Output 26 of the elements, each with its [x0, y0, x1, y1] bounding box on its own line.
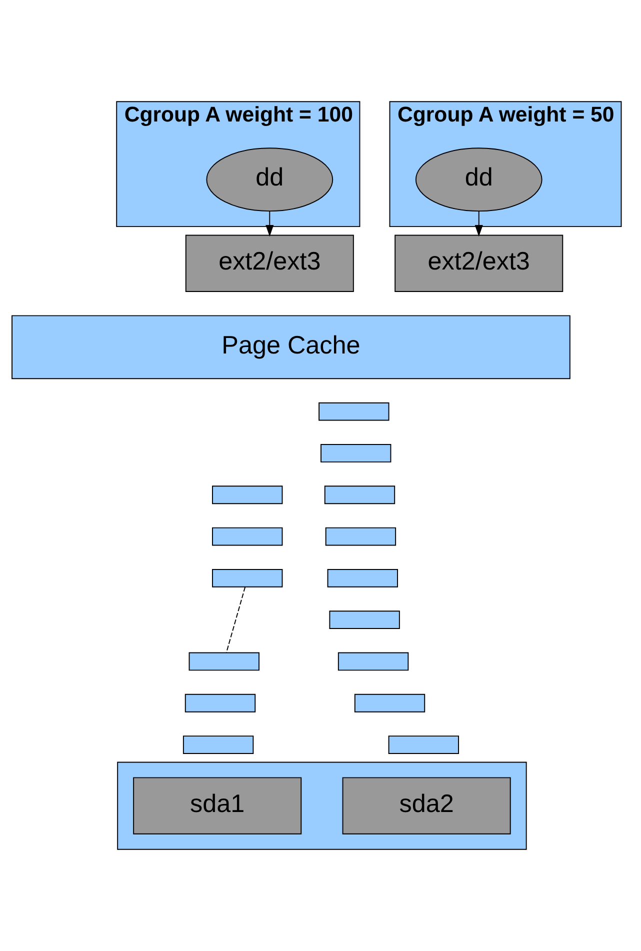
node-bar — [182, 736, 254, 754]
node-bar — [212, 486, 283, 504]
node-ellipse: dd — [415, 148, 542, 212]
cluster — [117, 762, 527, 850]
node-ellipse: dd — [206, 148, 334, 212]
node-bar — [324, 486, 396, 504]
node-bar — [320, 444, 392, 462]
node-bar — [354, 694, 426, 712]
node-bar — [325, 527, 396, 546]
node-bar — [184, 694, 256, 712]
node-bar — [388, 736, 459, 754]
node-box: ext2/ext3 — [185, 234, 354, 292]
node-box: ext2/ext3 — [394, 234, 564, 292]
node-bar — [329, 610, 400, 630]
node-bar — [338, 652, 409, 671]
node-box: sda1 — [133, 777, 302, 834]
node-bar — [327, 568, 398, 588]
arrow — [266, 211, 274, 237]
node-bar — [318, 402, 390, 421]
node-box: Page Cache — [12, 315, 570, 380]
node-box: sda2 — [342, 777, 511, 834]
connector — [226, 586, 246, 653]
node-bar — [188, 652, 260, 671]
node-bar — [212, 527, 283, 546]
node-bar — [212, 568, 283, 588]
arrow — [474, 211, 483, 237]
